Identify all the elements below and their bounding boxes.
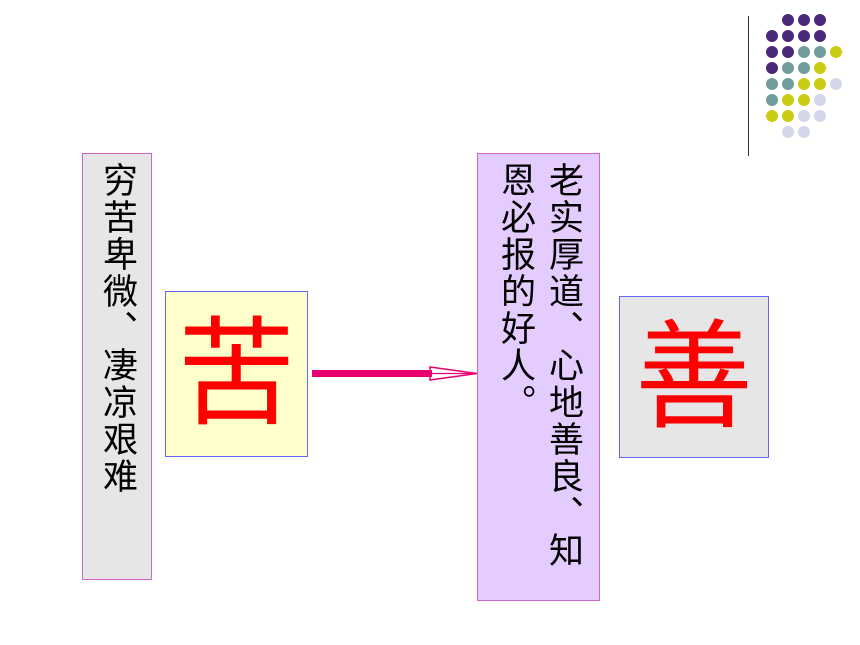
decorative-dot <box>782 94 794 106</box>
decorative-dot <box>798 62 810 74</box>
right-text-box: 老实厚道、心地善良、知恩必报的好人。 <box>477 153 600 601</box>
decorative-dot <box>798 30 810 42</box>
decorative-dot <box>814 78 826 90</box>
decorative-dot <box>814 110 826 122</box>
right-arrow-icon <box>312 366 478 381</box>
decorative-dot <box>830 78 842 90</box>
decorative-dot <box>782 46 794 58</box>
decorative-dot <box>814 62 826 74</box>
decorative-dot <box>830 46 842 58</box>
decorative-dot <box>782 126 794 138</box>
char-shan: 善 <box>634 308 753 446</box>
decorative-dot <box>766 62 778 74</box>
left-text-box: 穷苦卑微、凄凉艰难 <box>82 153 152 580</box>
decorative-dot <box>782 30 794 42</box>
decorative-dot <box>798 78 810 90</box>
decorative-dot <box>782 62 794 74</box>
char-ku-box: 苦 <box>165 291 308 457</box>
left-box-text: 穷苦卑微、凄凉艰难 <box>97 162 137 495</box>
decorative-dot <box>766 78 778 90</box>
decorative-divider-line <box>748 16 749 156</box>
decorative-dot <box>766 46 778 58</box>
decorative-dot <box>798 126 810 138</box>
decorative-dot <box>814 30 826 42</box>
decorative-dot <box>766 110 778 122</box>
decorative-dot <box>766 30 778 42</box>
decorative-dot <box>814 46 826 58</box>
decorative-dot <box>814 94 826 106</box>
decorative-dot <box>798 14 810 26</box>
decorative-dot-grid <box>760 8 860 148</box>
char-ku: 苦 <box>177 305 296 443</box>
decorative-dot <box>798 110 810 122</box>
decorative-dot <box>782 14 794 26</box>
decorative-dot <box>782 110 794 122</box>
char-shan-box: 善 <box>619 296 769 458</box>
decorative-dot <box>782 78 794 90</box>
decorative-dot <box>814 14 826 26</box>
right-box-text: 老实厚道、心地善良、知恩必报的好人。 <box>495 162 583 569</box>
decorative-dot <box>766 94 778 106</box>
decorative-dot <box>798 46 810 58</box>
decorative-dot <box>798 94 810 106</box>
